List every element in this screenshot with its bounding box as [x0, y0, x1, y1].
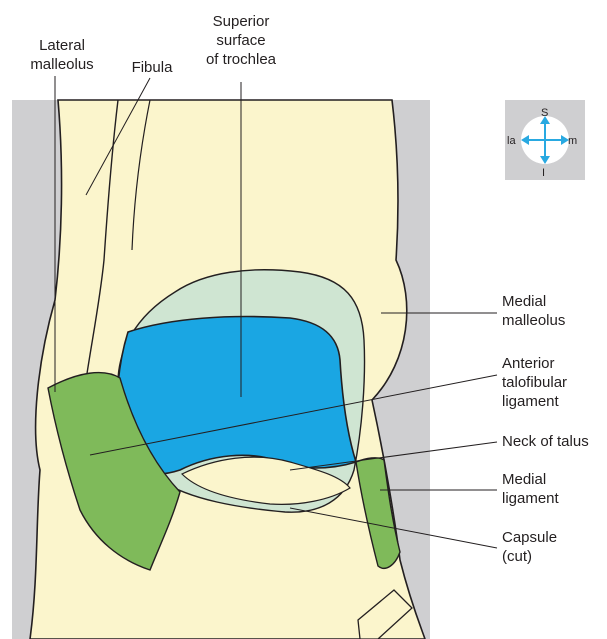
label-anterior-talofibular-ligament: Anterior talofibular ligament: [502, 354, 567, 411]
compass-label-superior: S: [541, 107, 548, 119]
label-medial-malleolus: Medial malleolus: [502, 292, 565, 330]
label-fibula: Fibula: [122, 58, 182, 77]
label-line: Medial: [502, 470, 559, 489]
label-line: Anterior: [502, 354, 567, 373]
label-line: Medial: [502, 292, 565, 311]
label-line: Fibula: [122, 58, 182, 77]
label-line: Lateral: [22, 36, 102, 55]
label-line: Neck of talus: [502, 432, 589, 451]
orientation-compass: S I la m: [505, 100, 585, 180]
compass-label-medial: m: [568, 135, 577, 147]
label-capsule: Capsule (cut): [502, 528, 557, 566]
compass-label-inferior: I: [542, 167, 545, 179]
label-line: ligament: [502, 392, 567, 411]
label-line: Capsule: [502, 528, 557, 547]
label-lateral-malleolus: Lateral malleolus: [22, 36, 102, 74]
label-line: malleolus: [502, 311, 565, 330]
label-line: ligament: [502, 489, 559, 508]
label-line: of trochlea: [191, 50, 291, 69]
label-line: talofibular: [502, 373, 567, 392]
label-neck-of-talus: Neck of talus: [502, 432, 589, 451]
label-line: (cut): [502, 547, 557, 566]
label-line: malleolus: [22, 55, 102, 74]
articular-surface: [117, 317, 356, 474]
label-superior-surface: Superior surface of trochlea: [191, 12, 291, 69]
label-line: Superior: [191, 12, 291, 31]
label-medial-ligament: Medial ligament: [502, 470, 559, 508]
label-line: surface: [191, 31, 291, 50]
compass-label-lateral: la: [507, 135, 516, 147]
